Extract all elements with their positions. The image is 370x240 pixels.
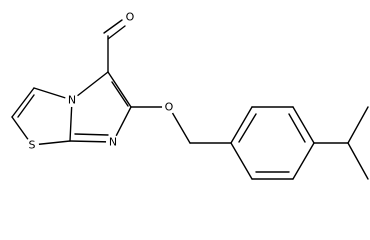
bond-c5-n bbox=[71, 71, 109, 101]
bond-ar4-ar5 bbox=[292, 142, 315, 180]
atom-label-oxygen-ether: O bbox=[165, 101, 174, 114]
bond-c5-c6-inner bbox=[111, 81, 129, 107]
atom-nitrogen-imidazole: N bbox=[106, 135, 120, 149]
atom-labels: O N N S O bbox=[25, 10, 176, 152]
bond-ch-me2 bbox=[347, 142, 369, 180]
atom-label-sulfur: S bbox=[29, 139, 36, 152]
atom-label-nitrogen-bridge: N bbox=[68, 94, 76, 107]
bond-n-c7a bbox=[69, 140, 114, 143]
atom-oxygen-aldehyde: O bbox=[123, 10, 137, 24]
bond-c3-c2-inner bbox=[17, 94, 35, 118]
bond-ar-inner-2 bbox=[288, 113, 306, 143]
bond-c3-c2 bbox=[11, 87, 35, 118]
bond-ar1-ar2 bbox=[230, 106, 253, 144]
molecule-structure-diagram: O N N S O bbox=[11, 10, 369, 180]
bond-aldehyde-co-1 bbox=[103, 19, 123, 34]
bond-ch-me1 bbox=[347, 106, 369, 144]
atom-label-nitrogen-imidazole: N bbox=[109, 136, 117, 149]
bond-ar6-ar1 bbox=[230, 142, 253, 180]
atom-label-oxygen-aldehyde: O bbox=[126, 11, 135, 24]
atom-sulfur: S bbox=[25, 138, 39, 152]
bond-ar-inner-1 bbox=[238, 113, 257, 143]
atom-nitrogen-bridge: N bbox=[65, 93, 79, 107]
bond-aldehyde-co-2 bbox=[107, 25, 126, 40]
bond-n-c7a-inner bbox=[74, 133, 109, 136]
atom-oxygen-ether: O bbox=[162, 100, 176, 114]
bond-c5-c6 bbox=[107, 71, 132, 108]
bond-ar3-ar4 bbox=[292, 106, 315, 144]
